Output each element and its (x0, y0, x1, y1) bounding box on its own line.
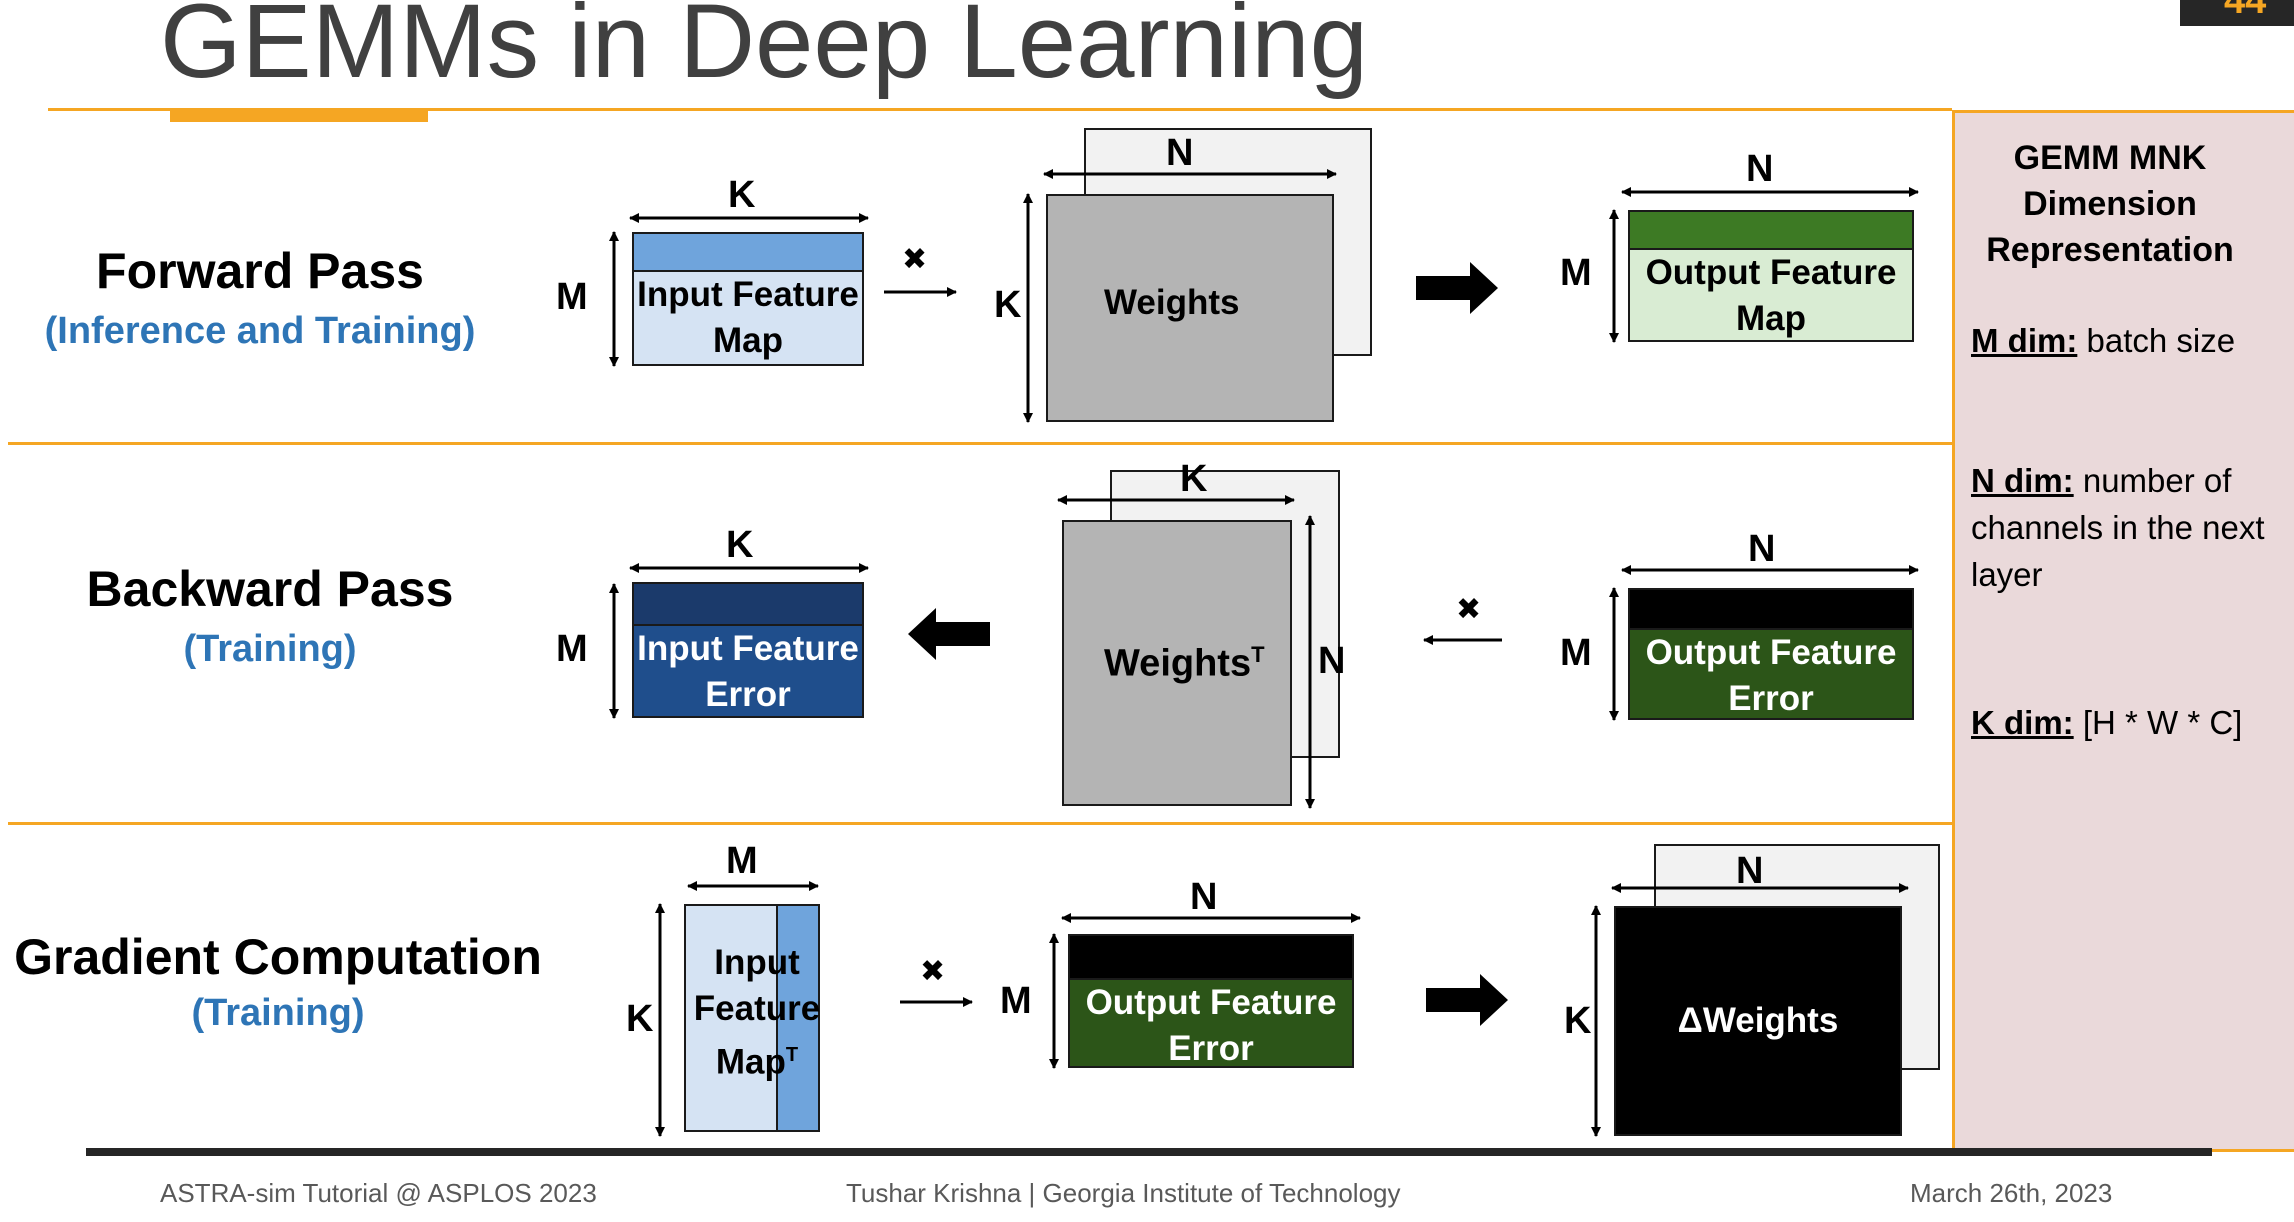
legend-n-label: N dim: (1971, 462, 2074, 499)
fwd-input-m-label: M (556, 276, 588, 318)
gradient-input-side-strip (776, 904, 820, 1132)
gradient-output-feature-error: Output Feature Error (1068, 978, 1354, 1068)
grad-multiply-icon: ✖ (920, 955, 946, 988)
backward-pass-subtitle: (Training) (183, 628, 357, 670)
bwd-multiply-icon: ✖ (1456, 593, 1482, 626)
delta-weights-label: ΔWeights (1677, 1001, 1839, 1040)
fwd-multiply-icon: ✖ (902, 243, 928, 276)
page-title: GEMMs in Deep Learning (160, 0, 1369, 100)
row-divider-2 (8, 822, 1952, 825)
forward-pass-subtitle: (Inference and Training) (44, 310, 476, 352)
backward-output-header (1628, 588, 1914, 630)
grad-result-block-arrow (1426, 974, 1508, 1026)
bwd-weights-k-label: K (1180, 458, 1208, 500)
backward-output-label: Output Feature Error (1645, 633, 1897, 718)
backward-input-label: Input Feature Error (637, 629, 859, 714)
forward-output-feature-map: Output Feature Map (1628, 248, 1914, 342)
bwd-weights-n-label: N (1318, 640, 1346, 682)
delta-weights: ΔWeights (1614, 906, 1902, 1136)
legend-title: GEMM MNK Dimension Representation (1986, 139, 2234, 269)
gradient-output-label: Output Feature Error (1085, 983, 1337, 1068)
delta-weights-k-label: K (1564, 1000, 1592, 1042)
forward-input-feature-map: Input Feature Map (632, 270, 864, 366)
fwd-result-block-arrow (1416, 262, 1498, 314)
legend-n-text: number of channels in the next layer (1971, 462, 2265, 593)
mnk-legend-panel: GEMM MNK Dimension Representation M dim:… (1952, 110, 2294, 1152)
grad-input-m-label: M (726, 840, 758, 882)
gradient-output-header (1068, 934, 1354, 980)
forward-weights: Weights (1046, 194, 1334, 422)
bwd-result-block-arrow (908, 608, 990, 660)
gradient-computation-subtitle: (Training) (191, 992, 365, 1034)
fwd-output-m-label: M (1560, 252, 1592, 294)
forward-pass-title: Forward Pass (96, 243, 424, 299)
bwd-input-m-label: M (556, 628, 588, 670)
legend-n-dim: N dim: number of channels in the next la… (1971, 457, 2291, 598)
bwd-output-m-label: M (1560, 632, 1592, 674)
footer-right: March 26th, 2023 (1910, 1178, 2113, 1208)
row-divider-1 (8, 442, 1952, 445)
backward-input-feature-error: Input Feature Error (632, 624, 864, 718)
fwd-weights-n-label: N (1166, 132, 1194, 174)
backward-weights-sup: T (1251, 642, 1265, 667)
fwd-input-k-label: K (728, 174, 756, 216)
grad-output-m-label: M (1000, 980, 1032, 1022)
forward-output-label: Output Feature Map (1645, 253, 1897, 338)
header-divider (48, 108, 1952, 111)
gradient-input-label: Input Feature Map (693, 943, 821, 1082)
footer-left: ASTRA-sim Tutorial @ ASPLOS 2023 (160, 1178, 597, 1208)
title-accent-bar (170, 108, 428, 122)
backward-pass-title: Backward Pass (86, 561, 454, 617)
fwd-weights-k-label: K (994, 284, 1022, 326)
legend-m-label: M dim: (1971, 322, 2078, 359)
bwd-output-n-label: N (1748, 528, 1776, 570)
backward-weights-label: Weights (1104, 642, 1252, 685)
legend-m-text: batch size (2086, 322, 2236, 359)
backward-weights-transposed: WeightsT (1062, 520, 1292, 806)
backward-weights-label-wrap: WeightsT (1104, 632, 1265, 687)
backward-output-feature-error: Output Feature Error (1628, 628, 1914, 720)
gradient-computation-title: Gradient Computation (14, 929, 542, 985)
backward-input-header (632, 582, 864, 626)
legend-k-label: K dim: (1971, 704, 2074, 741)
gradient-input-sup: T (785, 1044, 799, 1066)
bwd-input-k-label: K (726, 524, 754, 566)
forward-input-label: Input Feature Map (637, 275, 859, 360)
legend-k-text: [H * W * C] (2082, 704, 2243, 741)
fwd-output-n-label: N (1746, 148, 1774, 190)
footer-bar (86, 1148, 2212, 1156)
footer-center: Tushar Krishna | Georgia Institute of Te… (846, 1178, 1401, 1208)
page-number-badge: 44 (2180, 0, 2294, 26)
page-number: 44 (2224, 0, 2267, 22)
grad-output-n-label: N (1190, 876, 1218, 918)
legend-m-dim: M dim: batch size (1971, 317, 2291, 364)
legend-k-dim: K dim: [H * W * C] (1971, 699, 2291, 746)
forward-weights-label: Weights (1104, 283, 1240, 322)
gradient-input-label-wrap: Input Feature MapT (684, 940, 830, 1086)
grad-input-k-label: K (626, 998, 654, 1040)
